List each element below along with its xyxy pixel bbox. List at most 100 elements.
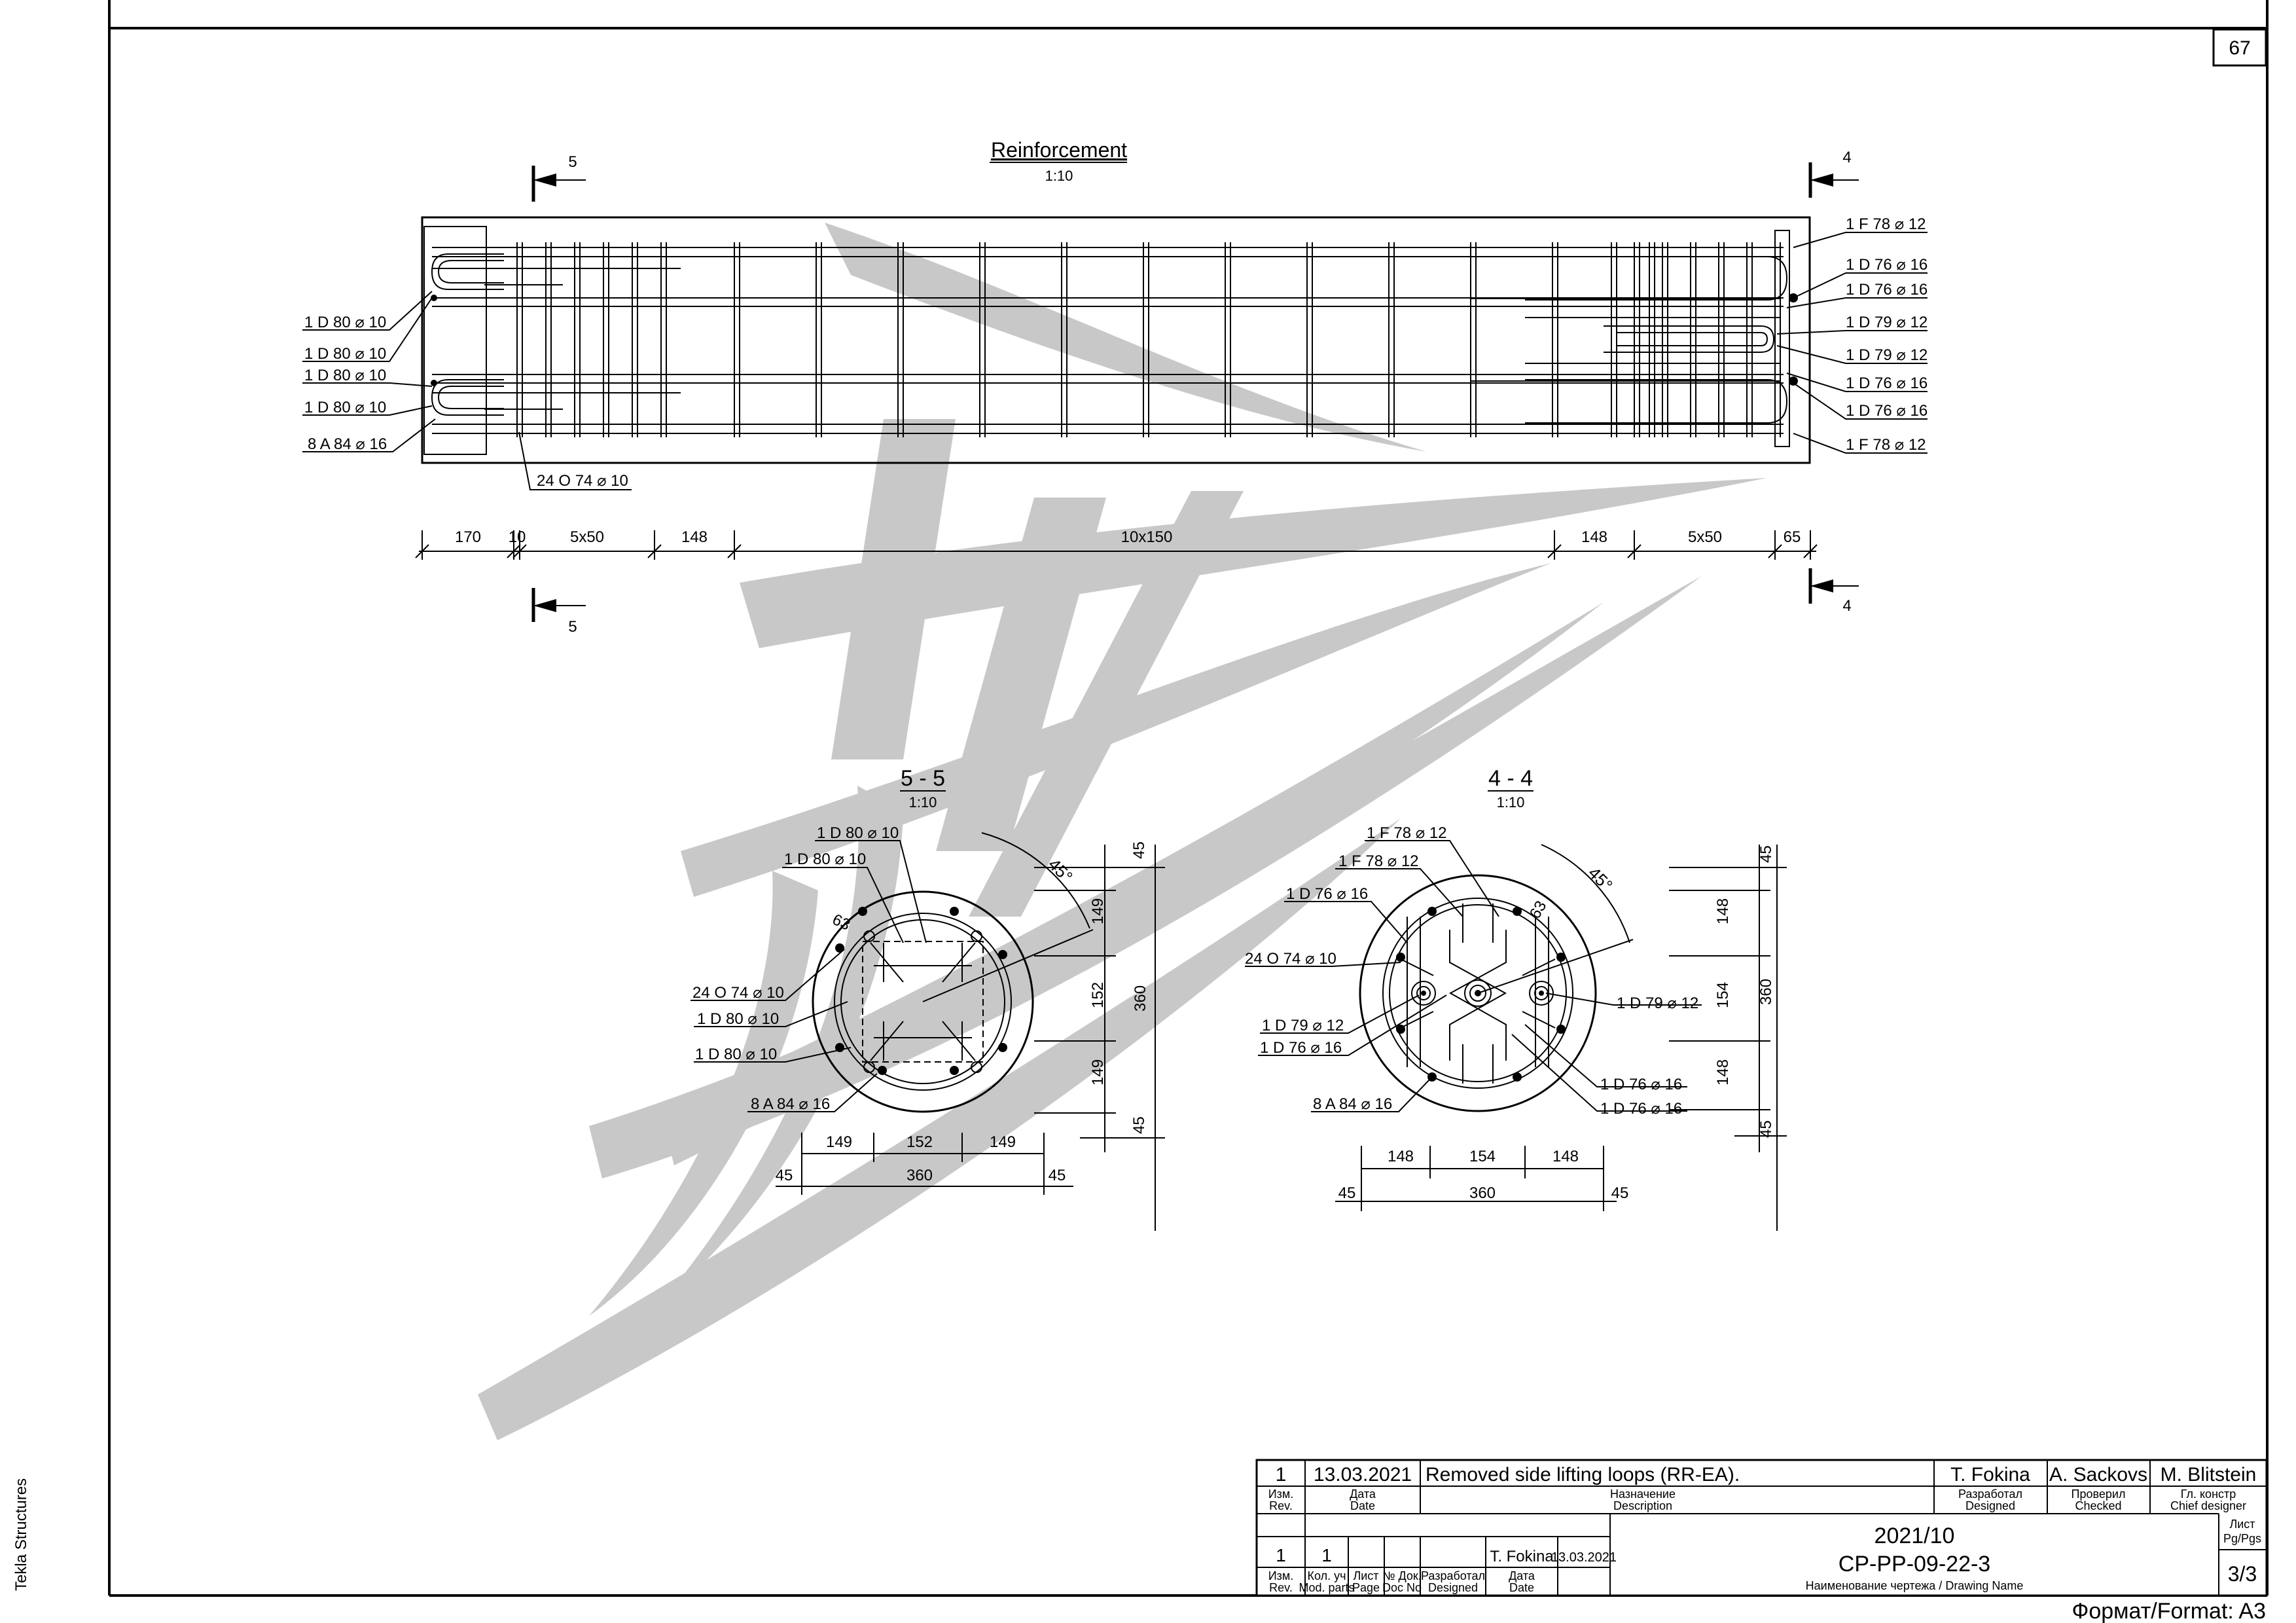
tb-checked-by: A. Sackovs: [2049, 1464, 2147, 1486]
section-55-bottom-dims: [776, 1133, 1073, 1195]
section-55-label-2: 1 D 80 ⌀ 10: [784, 850, 866, 868]
section-55-dim-r-45-bottom: 45: [1130, 1116, 1148, 1134]
section-5-5-view: 5 - 5 1:10: [691, 766, 1165, 1231]
section-44-label-l4: 24 O 74 ⌀ 10: [1245, 950, 1336, 968]
section-44-dim-b-148-left: 148: [1388, 1148, 1414, 1165]
tb-hdr-chief-ru: Гл. констр: [2181, 1487, 2236, 1501]
section-55-drawing: [812, 890, 1034, 1113]
tb-project-number: 2021/10: [1874, 1523, 1955, 1548]
section-55-dim-r-45-top: 45: [1130, 841, 1148, 859]
tb-rev-description: Removed side lifting loops (RR-EA).: [1426, 1464, 1740, 1486]
left-end-plate: [423, 226, 487, 455]
format-label: Формат/Format: A3: [2072, 1599, 2266, 1623]
section-55-angle-ray: [922, 929, 1094, 1002]
section-44-dim-b-154: 154: [1469, 1148, 1496, 1165]
section-44-label-r2: 1 D 76 ⌀ 16: [1600, 1076, 1682, 1093]
tb-chief-designer: M. Blitstein: [2161, 1464, 2257, 1486]
section-44-label-l7: 8 A 84 ⌀ 16: [1313, 1095, 1392, 1113]
tb-lhdr-designed-en: Designed: [1428, 1581, 1478, 1594]
right-label-1: 1 F 78 ⌀ 12: [1846, 215, 1926, 233]
section-44-drawing: [1359, 874, 1597, 1112]
section-44-dim-r-360: 360: [1757, 979, 1775, 1005]
section-44-right-leaders: [1511, 993, 1702, 1112]
left-label-2: 1 D 80 ⌀ 10: [304, 345, 386, 363]
section-55-dim-b-152: 152: [906, 1133, 933, 1151]
section-55-label-1: 1 D 80 ⌀ 10: [817, 824, 899, 842]
section-55-label-6: 8 A 84 ⌀ 16: [751, 1095, 830, 1113]
section-55-dim-b-45-right: 45: [1049, 1167, 1066, 1184]
tb-lower-designed: T. Fokina: [1490, 1548, 1554, 1565]
section-44-bottom-dims: [1335, 1146, 1617, 1211]
page-number: 67: [2229, 37, 2250, 59]
right-label-5: 1 D 79 ⌀ 12: [1846, 346, 1928, 364]
right-label-6: 1 D 76 ⌀ 16: [1846, 374, 1928, 392]
section-44-angle-ray: [1477, 939, 1634, 994]
tb-lhdr-designed-ru: Разработал: [1421, 1569, 1485, 1582]
section-44-label-l5: 1 D 79 ⌀ 12: [1262, 1017, 1344, 1034]
tekla-watermark-logo: [478, 223, 1767, 1440]
section-55-dim-r-149-bottom: 149: [1089, 1059, 1107, 1085]
main-view-title: Reinforcement: [991, 138, 1127, 162]
right-rebar-labels: [1776, 232, 1928, 454]
section-55-label-4: 1 D 80 ⌀ 10: [697, 1010, 779, 1028]
tb-lower-date: 13.03.2021: [1551, 1550, 1617, 1565]
dim-148-right: 148: [1581, 528, 1607, 546]
dim-170: 170: [455, 528, 481, 546]
section-44-dim-b-360: 360: [1469, 1184, 1496, 1202]
tb-lhdr-doc-en: Doc No: [1382, 1581, 1422, 1594]
right-label-2: 1 D 76 ⌀ 16: [1846, 256, 1928, 274]
tb-hdr-desc-ru: Назначение: [1610, 1487, 1676, 1501]
spiral-stirrups: [516, 242, 1781, 437]
software-side-label: Tekla Structures: [12, 1478, 30, 1591]
section-55-dim-r-152: 152: [1089, 982, 1107, 1008]
section-55-dim-b-149-left: 149: [826, 1133, 852, 1151]
main-view-scale: 1:10: [1045, 168, 1073, 184]
tb-lower-mod-parts: 1: [1321, 1545, 1332, 1565]
tb-lhdr-mod-en: Mod. parts: [1299, 1581, 1354, 1594]
section-44-label-r3: 1 D 76 ⌀ 16: [1600, 1100, 1682, 1118]
section-55-scale: 1:10: [909, 794, 937, 811]
section-44-dim-b-45-left: 45: [1338, 1184, 1356, 1202]
bar-end-dots: [431, 293, 1798, 386]
drawing-frame: [108, 0, 2269, 1597]
tb-pages-label-ru: Лист: [2229, 1518, 2255, 1531]
tb-lhdr-page-en: Page: [1352, 1581, 1380, 1594]
section-44-main-bars: [1396, 907, 1566, 1082]
dim-148-left: 148: [681, 528, 708, 546]
section-55-dim-b-149-right: 149: [990, 1133, 1016, 1151]
section-44-label-l3: 1 D 76 ⌀ 16: [1286, 885, 1368, 903]
tb-pages: 3/3: [2228, 1562, 2257, 1586]
section-44-label-l1: 1 F 78 ⌀ 12: [1367, 824, 1447, 842]
left-label-1: 1 D 80 ⌀ 10: [304, 314, 386, 331]
right-label-3: 1 D 76 ⌀ 16: [1846, 281, 1928, 299]
tb-hdr-chief-en: Chief designer: [2170, 1499, 2246, 1512]
section-44-angle-arc: [1541, 844, 1630, 943]
right-label-8: 1 F 78 ⌀ 12: [1846, 436, 1926, 454]
tb-hdr-rev-ru: Изм.: [1268, 1487, 1294, 1501]
tb-hdr-rev-en: Rev.: [1269, 1499, 1293, 1512]
section-55-leaders: [691, 840, 927, 1112]
dim-5x50-right: 5x50: [1688, 528, 1722, 546]
section-44-left-leaders: [1245, 840, 1499, 1112]
title-block: 1 13.03.2021 Removed side lifting loops …: [1255, 1459, 2268, 1597]
section-5-top-label: 5: [568, 153, 577, 171]
left-label-4: 1 D 80 ⌀ 10: [304, 399, 386, 416]
pile-outline: [421, 216, 1811, 464]
tb-pages-label-en: Pg/Pgs: [2223, 1532, 2261, 1545]
tb-hdr-desc-en: Description: [1613, 1499, 1672, 1512]
section-44-dim-r-154: 154: [1714, 982, 1732, 1008]
section-44-angle: 45°: [1585, 863, 1617, 895]
section-44-right-dims: [1669, 845, 1787, 1231]
section-44-cover: 63: [1526, 898, 1551, 922]
left-label-5: 8 A 84 ⌀ 16: [308, 435, 387, 453]
tb-lower-rev: 1: [1276, 1545, 1286, 1565]
section-44-dim-r-148-bottom: 148: [1714, 1059, 1732, 1085]
left-hairpin-loops: [431, 253, 504, 416]
tb-lhdr-mod-ru: Кол. уч: [1308, 1569, 1346, 1582]
tb-hdr-designed-en: Designed: [1965, 1499, 2015, 1512]
tb-rev-date: 13.03.2021: [1314, 1464, 1412, 1486]
tb-lhdr-date-en: Date: [1509, 1581, 1534, 1594]
dim-10: 10: [509, 528, 526, 546]
tb-hdr-designed-ru: Разработал: [1958, 1487, 2022, 1501]
